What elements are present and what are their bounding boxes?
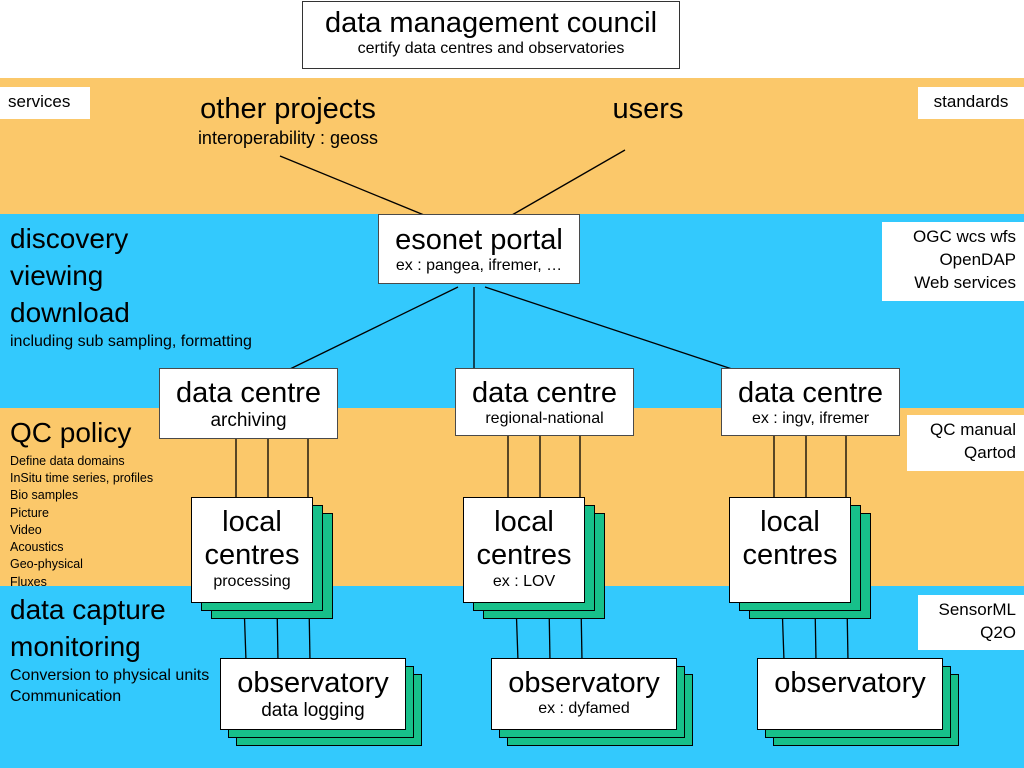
observatory-data-logging: observatory data logging — [220, 658, 422, 746]
local-subtitle: processing — [213, 572, 291, 590]
standards-tag-label: standards — [933, 92, 1009, 111]
qc-item: InSitu time series, profiles — [10, 471, 154, 486]
local-title-2: centres — [476, 539, 572, 572]
observatory-title: observatory — [508, 667, 660, 699]
observatory-subtitle: data logging — [261, 700, 365, 722]
users-label: users — [588, 92, 708, 127]
standards-tag: standards — [918, 87, 1024, 119]
local-title-1: local — [760, 506, 820, 538]
data-centre-title: data centre — [471, 377, 618, 409]
observatory-third: observatory — [757, 658, 959, 746]
observatory-title: observatory — [774, 667, 926, 699]
other-projects-label: other projects interoperability : geoss — [178, 92, 398, 149]
viewing-line: viewing — [10, 259, 104, 291]
communication-note: Communication — [10, 687, 122, 705]
portal-box: esonet portal ex : pangea, ifremer, … — [378, 214, 580, 284]
discovery-line: discovery — [10, 223, 129, 254]
data-centre-title: data centre — [737, 377, 884, 409]
monitoring-line: monitoring — [10, 630, 141, 662]
discovery-labels: discovery viewing download including sub… — [10, 221, 252, 353]
local-centres-third: local centres — [729, 497, 871, 619]
users-title: users — [612, 93, 684, 125]
portal-title: esonet portal — [395, 224, 563, 256]
data-centre-subtitle: regional-national — [485, 410, 604, 428]
discovery-note: including sub sampling, formatting — [10, 332, 252, 350]
local-title-2: centres — [742, 539, 838, 572]
qc-item: Geo-physical — [10, 557, 83, 572]
data-centre-ingv: data centre ex : ingv, ifremer — [721, 368, 900, 436]
sensorml-line: SensorML — [938, 600, 1016, 619]
qc-item: Fluxes — [10, 574, 47, 589]
other-projects-subtitle: interoperability : geoss — [197, 127, 379, 148]
capture-standards-tag: SensorML Q2O — [918, 595, 1024, 650]
qc-item: Define data domains — [10, 453, 125, 468]
discovery-standards-tag: OGC wcs wfs OpenDAP Web services — [882, 222, 1024, 301]
observatory-dyfamed: observatory ex : dyfamed — [491, 658, 693, 746]
qartod-line: Qartod — [964, 442, 1016, 462]
local-title-2: centres — [204, 539, 300, 572]
observatory-title: observatory — [237, 667, 389, 699]
local-centres-lov: local centres ex : LOV — [463, 497, 605, 619]
data-capture-line: data capture — [10, 594, 166, 625]
observatory-subtitle: ex : dyfamed — [538, 700, 630, 718]
services-band — [0, 78, 1024, 214]
local-title-1: local — [494, 506, 554, 538]
qc-item: Bio samples — [10, 488, 79, 503]
qc-item: Picture — [10, 505, 49, 520]
council-subtitle: certify data centres and observatories — [357, 40, 625, 58]
ogc-line: OGC wcs wfs — [913, 227, 1016, 246]
data-centre-title: data centre — [175, 377, 322, 409]
data-centre-archiving: data centre archiving — [159, 368, 338, 439]
download-line: download — [10, 296, 130, 328]
portal-subtitle: ex : pangea, ifremer, … — [395, 257, 563, 275]
qc-standards-tag: QC manual Qartod — [907, 415, 1024, 471]
qc-labels: QC policy Define data domains InSitu tim… — [10, 415, 153, 591]
data-centre-subtitle: archiving — [210, 410, 287, 432]
opendap-line: OpenDAP — [939, 249, 1016, 269]
local-title-1: local — [222, 506, 282, 538]
local-centres-processing: local centres processing — [191, 497, 333, 619]
local-subtitle: ex : LOV — [492, 572, 556, 590]
qc-item: Video — [10, 522, 42, 537]
qc-manual-line: QC manual — [930, 420, 1016, 439]
data-centre-regional: data centre regional-national — [455, 368, 634, 436]
webservices-line: Web services — [914, 272, 1016, 292]
other-projects-title: other projects — [200, 93, 376, 125]
qc-title: QC policy — [10, 417, 132, 448]
qc-item: Acoustics — [10, 540, 64, 555]
council-title: data management council — [324, 7, 658, 39]
data-centre-subtitle: ex : ingv, ifremer — [751, 410, 870, 428]
capture-labels: data capture monitoring Conversion to ph… — [10, 592, 209, 708]
council-box: data management council certify data cen… — [302, 1, 680, 69]
conversion-note: Conversion to physical units — [10, 666, 210, 684]
q2o-line: Q2O — [980, 622, 1016, 642]
services-tag-label: services — [8, 92, 71, 111]
services-tag: services — [0, 87, 90, 119]
